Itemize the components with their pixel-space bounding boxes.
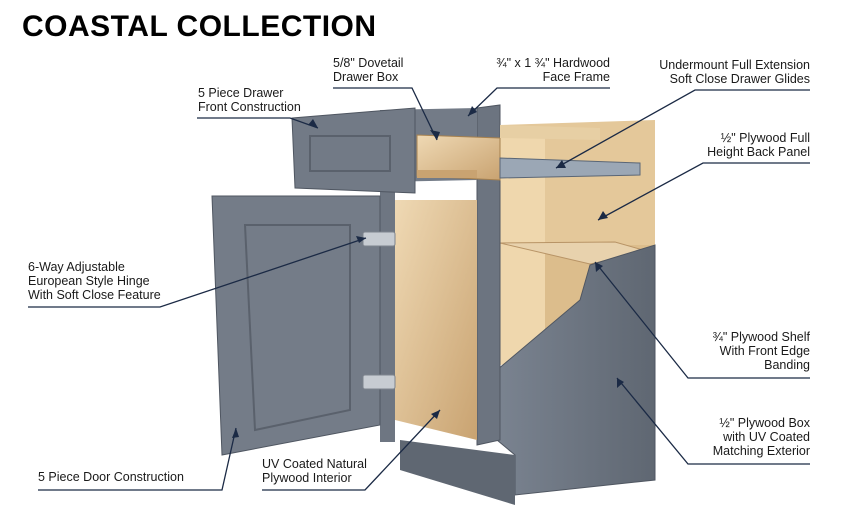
callout-box-line3: Matching Exterior bbox=[712, 444, 810, 458]
callout-interior-line1: UV Coated Natural bbox=[262, 457, 367, 471]
callout-interior: UV Coated Natural Plywood Interior bbox=[262, 457, 367, 485]
drawer-glide bbox=[499, 157, 641, 179]
leader-glides bbox=[555, 89, 810, 169]
leader-box bbox=[616, 377, 810, 465]
callout-dovetail-line1: 5/8" Dovetail bbox=[333, 56, 404, 70]
leader-hinge bbox=[28, 237, 367, 308]
callout-glides: Undermount Full Extension Soft Close Dra… bbox=[640, 58, 810, 86]
callout-door-line1: 5 Piece Door Construction bbox=[38, 470, 184, 484]
callout-face-frame-line2: Face Frame bbox=[542, 70, 610, 84]
drawer-box bbox=[416, 134, 501, 181]
callout-drawer-front-line2: Front Construction bbox=[198, 100, 301, 114]
leader-back-panel bbox=[597, 162, 810, 221]
callout-drawer-front: 5 Piece Drawer Front Construction bbox=[198, 86, 301, 114]
callout-box-line2: with UV Coated bbox=[723, 430, 810, 444]
callout-interior-line2: Plywood Interior bbox=[262, 471, 352, 485]
callout-back-panel-line2: Height Back Panel bbox=[707, 145, 810, 159]
callout-dovetail-line2: Drawer Box bbox=[333, 70, 399, 84]
door bbox=[211, 195, 381, 456]
leader-shelf bbox=[594, 261, 810, 379]
callout-drawer-front-line1: 5 Piece Drawer bbox=[198, 86, 284, 100]
leader-dovetail bbox=[333, 87, 438, 141]
callout-back-panel: ½" Plywood Full Height Back Panel bbox=[680, 131, 810, 159]
leader-lines bbox=[28, 87, 810, 491]
door-opening bbox=[395, 200, 477, 440]
callout-hinge-line1: 6-Way Adjustable bbox=[28, 260, 125, 274]
top-back-rail bbox=[500, 125, 600, 140]
callout-shelf-line2: With Front Edge bbox=[719, 344, 810, 358]
hinge-icon bbox=[362, 231, 396, 390]
leader-interior bbox=[262, 409, 441, 491]
callout-face-frame-line1: ¾" x 1 ¾" Hardwood bbox=[496, 56, 610, 70]
callout-door: 5 Piece Door Construction bbox=[38, 470, 184, 484]
callout-back-panel-line1: ½" Plywood Full bbox=[720, 131, 810, 145]
callout-hinge: 6-Way Adjustable European Style Hinge Wi… bbox=[28, 260, 161, 302]
callout-shelf-line1: ¾" Plywood Shelf bbox=[712, 330, 810, 344]
callout-dovetail: 5/8" Dovetail Drawer Box bbox=[333, 56, 403, 84]
callout-face-frame: ¾" x 1 ¾" Hardwood Face Frame bbox=[478, 56, 610, 84]
leader-face-frame bbox=[467, 87, 610, 117]
callout-box-line1: ½" Plywood Box bbox=[719, 416, 810, 430]
callout-glides-line1: Undermount Full Extension bbox=[659, 58, 810, 72]
page-title: COASTAL COLLECTION bbox=[22, 10, 377, 43]
callout-box: ½" Plywood Box with UV Coated Matching E… bbox=[680, 416, 810, 458]
callout-shelf-line3: Banding bbox=[764, 358, 810, 372]
callout-glides-line2: Soft Close Drawer Glides bbox=[669, 72, 810, 86]
callout-shelf: ¾" Plywood Shelf With Front Edge Banding bbox=[680, 330, 810, 372]
toe-kick bbox=[400, 440, 515, 505]
callout-hinge-line2: European Style Hinge bbox=[28, 274, 150, 288]
callout-hinge-line3: With Soft Close Feature bbox=[28, 288, 161, 302]
leader-arrowheads bbox=[232, 106, 624, 438]
drawer-front bbox=[291, 107, 416, 194]
leader-door bbox=[38, 427, 237, 491]
